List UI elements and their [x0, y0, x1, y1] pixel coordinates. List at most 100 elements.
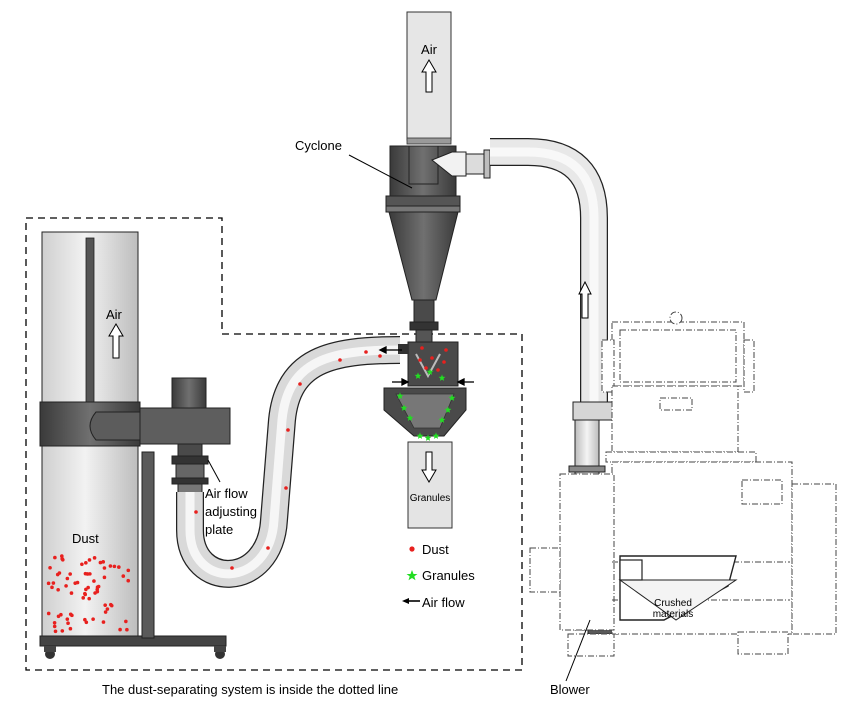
cyclone-leader-line [348, 154, 413, 189]
dust-particle [436, 368, 440, 372]
cyclone-label: Cyclone [295, 138, 342, 153]
dust-particle [98, 560, 103, 565]
dust-particle [230, 566, 234, 570]
dust-particle [91, 617, 95, 621]
dust-particle [126, 578, 131, 583]
dust-particle [92, 556, 97, 560]
dust-particle [69, 591, 74, 595]
crusher-machine [529, 311, 837, 657]
legend: Dust Granules Air flow [402, 542, 475, 610]
duct-dust-particles [194, 350, 382, 570]
dust-particle [424, 366, 428, 370]
dust-particle [96, 584, 101, 589]
dust-particle [101, 620, 106, 624]
granule-particle [424, 434, 432, 441]
dust-particle [56, 614, 61, 619]
granule-particle [448, 394, 456, 401]
dust-particle [103, 610, 108, 614]
star-icon [406, 570, 418, 581]
caption: The dust-separating system is inside the… [102, 682, 398, 697]
dust-particle [65, 576, 70, 581]
dust-particle [84, 620, 89, 625]
arrow-up-icon [108, 323, 124, 359]
dust-particle [108, 564, 113, 568]
dust-particle [194, 510, 198, 514]
granule-particle [438, 374, 446, 381]
dotted-boundary [25, 217, 523, 671]
dust-particle [68, 572, 72, 576]
granule-particle [396, 392, 404, 399]
dust-particle [117, 565, 121, 569]
air-flow-adjusting-plate-label-line1: Air flow [205, 486, 248, 501]
dust-particle [112, 564, 117, 569]
legend-item-air-flow: Air flow [402, 595, 465, 610]
granules-box [407, 441, 453, 529]
granule-particle [406, 414, 414, 421]
dust-particle [52, 624, 57, 629]
dust-particle [46, 581, 51, 586]
crushed-materials-label-line2: materials [653, 609, 694, 620]
granule-particle [438, 416, 446, 423]
dust-particle [48, 565, 52, 570]
dust-particle [81, 596, 86, 600]
dust-particle [103, 603, 107, 607]
arrow-left-icon [402, 598, 409, 604]
dust-particle [101, 560, 106, 564]
air-top-label: Air [421, 42, 438, 57]
dust-particle [284, 486, 288, 490]
dust-particle [65, 617, 70, 621]
dust-particle [80, 562, 84, 567]
upper-duct [465, 138, 616, 421]
dust-particle [444, 348, 448, 352]
granule-particle [400, 404, 408, 411]
dust-particle [46, 611, 51, 616]
dust-particle [95, 589, 100, 594]
granules-box-label: Granules [410, 493, 451, 504]
dust-particle [87, 596, 91, 601]
granule-particle [432, 432, 440, 439]
dust-particle [338, 358, 342, 362]
granule-particle [416, 432, 424, 439]
dust-particle [87, 558, 92, 562]
separator-particles [396, 346, 456, 441]
flexible-duct [176, 336, 401, 588]
dust-particle [286, 428, 290, 432]
arrow-up-icon [421, 59, 437, 93]
dust-particle [68, 626, 73, 631]
blower-label: Blower [550, 682, 590, 697]
air-left-label: Air [106, 307, 123, 322]
dust-particle [86, 585, 90, 590]
crushed-materials-label-line1: Crushed [654, 598, 692, 609]
dust-particle [66, 621, 70, 625]
dust-particle [108, 602, 113, 607]
legend-item-dust: Dust [409, 542, 449, 557]
dust-particle [420, 346, 424, 350]
dust-particle [102, 575, 107, 580]
airflow-arrows [378, 345, 474, 387]
dust-particle [378, 354, 382, 358]
cyclone [385, 145, 467, 345]
dust-particle [118, 627, 122, 632]
blower-leader-line [565, 619, 591, 682]
dust-particle [60, 554, 64, 558]
dust-particle [56, 587, 60, 592]
dot-icon [409, 546, 415, 552]
dust-particle [83, 591, 87, 596]
dust-particle [102, 566, 107, 570]
dust-particle [53, 555, 57, 560]
air-flow-adjusting-plate-label-line2: adjusting [205, 504, 257, 519]
dust-particle [121, 574, 126, 578]
dust-particle [51, 581, 56, 585]
dust-particle [85, 572, 90, 576]
arrow-down-icon [421, 451, 437, 483]
dust-particle [430, 356, 434, 360]
granule-particle [444, 406, 452, 413]
dust-collector [39, 231, 227, 659]
dust-particle [52, 620, 57, 625]
dust-particle [73, 581, 77, 585]
dust-particle [84, 561, 88, 565]
legend-label-air-flow: Air flow [422, 595, 465, 610]
dust-label: Dust [72, 531, 99, 546]
